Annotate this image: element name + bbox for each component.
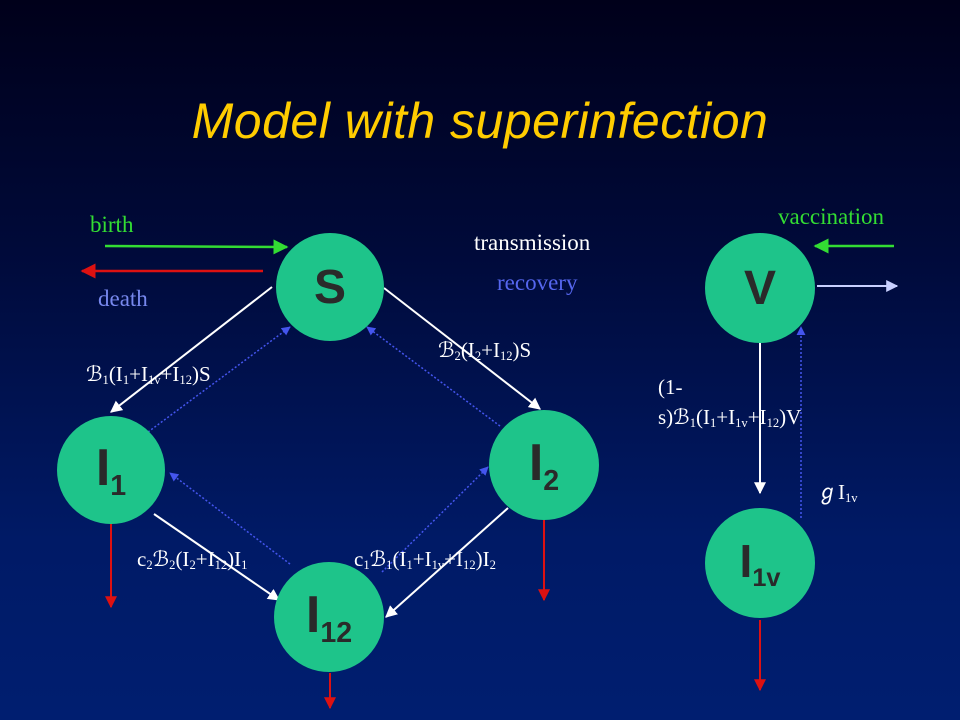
birth-arrow <box>104 239 289 255</box>
label-death: death <box>98 286 148 311</box>
recovery-i12-i1 <box>169 472 291 565</box>
node-v-label: V <box>743 261 776 315</box>
transmission-i1-i12 <box>153 513 280 601</box>
node-i2: I2 <box>489 410 599 520</box>
node-i1-label: I1 <box>95 438 127 502</box>
rate-i1v-to-v: ℊI1v <box>817 480 858 506</box>
node-i12-label: I12 <box>305 585 353 649</box>
node-s-label: S <box>313 260 346 314</box>
rate-i1-to-i12: c2ℬ2(I2+I12)I1 <box>137 547 248 573</box>
rate-v-to-i1v-line1: (1- <box>658 375 683 399</box>
node-i2-label: I2 <box>528 433 560 497</box>
transmission-s-i2 <box>383 287 541 410</box>
node-i1: I1 <box>57 416 165 524</box>
transmission-i2-i12 <box>385 507 509 618</box>
recovery-i12-i2 <box>381 466 489 573</box>
node-v: V <box>705 233 815 343</box>
recovery-i1-s <box>147 326 291 433</box>
rate-i2-to-i12: c1ℬ1(I1+I1v+I12)I2 <box>354 547 496 573</box>
rate-s-to-i2: ℬ2(I2+I12)S <box>438 338 532 364</box>
rate-v-to-i1v: (1- s)ℬ1(I1+I1v+I12)V <box>658 372 801 438</box>
slide-title: Model with superinfection <box>191 93 769 149</box>
node-s: S <box>276 233 384 341</box>
rate-s-to-i1: ℬ1(I1+I1v+I12)S <box>86 362 211 388</box>
node-i1v-label: I1v <box>739 534 781 592</box>
transmission-s-i1 <box>110 286 273 413</box>
label-vaccination: vaccination <box>778 204 885 229</box>
node-i1v: I1v <box>705 508 815 618</box>
label-recovery: recovery <box>497 270 578 295</box>
node-i12: I12 <box>274 562 384 672</box>
label-transmission: transmission <box>474 230 591 255</box>
rate-v-to-i1v-line2: s)ℬ1(I1+I1v+I12)V <box>658 405 802 431</box>
label-birth: birth <box>90 212 134 237</box>
